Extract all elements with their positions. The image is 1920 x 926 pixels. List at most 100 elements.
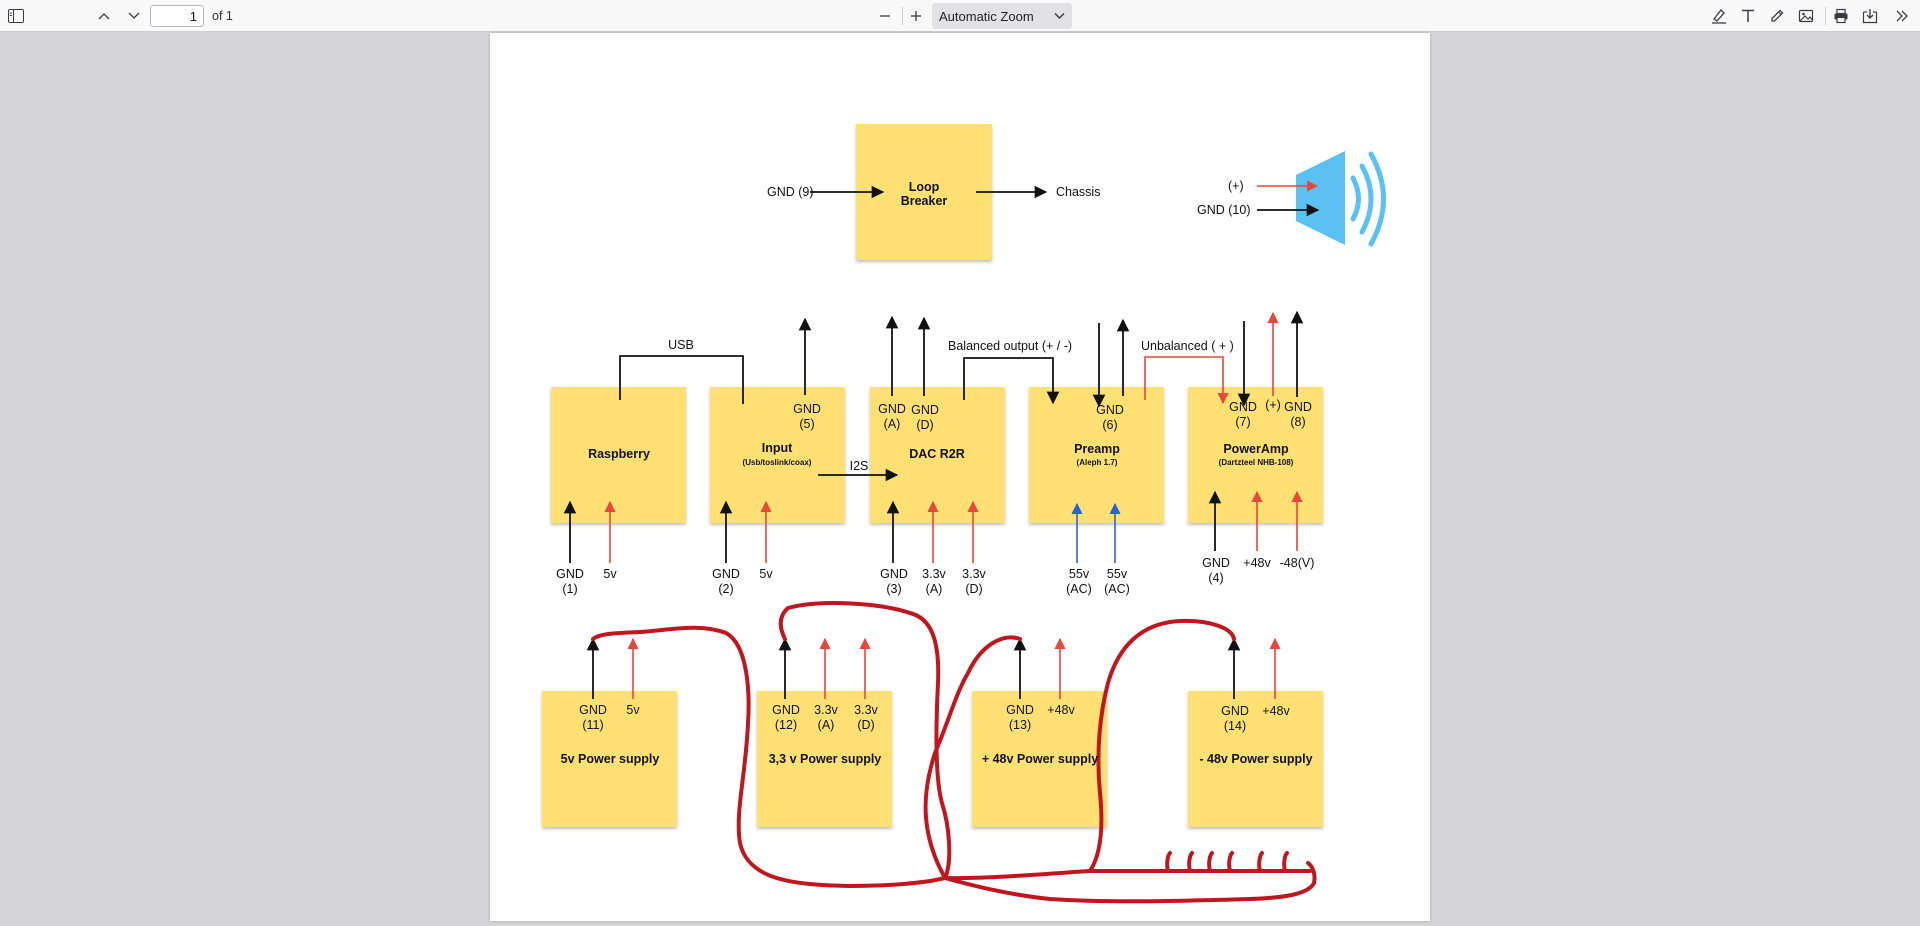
dac-note <box>870 387 1005 523</box>
toolbar-separator <box>902 7 903 25</box>
gnd-10-label: GND (10) <box>1197 203 1250 217</box>
ps-33v-vd-label: 3.3v <box>854 703 878 717</box>
raspberry-gnd-num: (1) <box>562 582 577 596</box>
poweramp-gnd-7-num: (7) <box>1235 415 1250 429</box>
preamp-gnd-6-label: GND <box>1096 403 1124 417</box>
pdf-page: Loop Breaker GND (9) Chassis (+) GND (10… <box>490 33 1430 921</box>
ps-48p-title: + 48v Power supply <box>982 752 1098 766</box>
input-subtitle: (Usb/toslink/coax) <box>743 458 812 467</box>
ps-5v-title: 5v Power supply <box>561 752 660 766</box>
pdf-toolbar: of 1 Automatic Zoom <box>0 0 1920 32</box>
input-gnd-num: (2) <box>718 582 733 596</box>
wiring-diagram: Loop Breaker GND (9) Chassis (+) GND (10… <box>542 124 1386 904</box>
dac-33a-label: 3.3v <box>922 567 946 581</box>
usb-label: USB <box>668 338 694 352</box>
preamp-note <box>1029 387 1164 523</box>
dac-title: DAC R2R <box>909 447 965 461</box>
add-image-button[interactable] <box>1794 4 1818 28</box>
ps-5v-note <box>542 691 677 827</box>
dac-gnd-d-num: (D) <box>916 418 933 432</box>
ps-48p-gnd-label: GND <box>1006 703 1034 717</box>
ps-5v-gnd-label: GND <box>579 703 607 717</box>
gnd-9-label: GND (9) <box>767 185 814 199</box>
dac-gnd-label: GND <box>880 567 908 581</box>
image-icon <box>1798 9 1814 23</box>
draw-icon <box>1771 9 1784 22</box>
poweramp-gnd-7-label: GND <box>1229 400 1257 414</box>
speaker-icon <box>1296 151 1386 247</box>
sidebar-toggle-icon[interactable] <box>4 4 28 28</box>
input-5v-label: 5v <box>759 567 773 581</box>
poweramp-m48-label: -48(V) <box>1280 556 1315 570</box>
chevron-up-icon <box>98 13 110 20</box>
page-number-input[interactable] <box>150 5 204 27</box>
input-title: Input <box>762 441 793 455</box>
raspberry-5v-label: 5v <box>603 567 617 581</box>
zoom-out-button[interactable] <box>873 4 897 28</box>
speaker-plus-label: (+) <box>1228 179 1244 193</box>
ps-33v-vd-sub: (D) <box>857 718 874 732</box>
poweramp-subtitle: (Dartzteel NHB-108) <box>1219 458 1294 467</box>
ps-5v-gnd-num: (11) <box>582 718 603 732</box>
save-button[interactable] <box>1858 4 1882 28</box>
poweramp-p48-label: +48v <box>1243 556 1271 570</box>
dac-gnd-a-label: GND <box>878 402 906 416</box>
ps-33v-title: 3,3 v Power supply <box>769 752 882 766</box>
preamp-55v-1-label: 55v <box>1069 567 1090 581</box>
preamp-55v-2-label: 55v <box>1107 567 1128 581</box>
input-gnd-5-num: (5) <box>799 417 814 431</box>
add-text-button[interactable] <box>1736 4 1760 28</box>
dac-33d-sub: (D) <box>965 582 982 596</box>
ps-48m-title: - 48v Power supply <box>1199 752 1312 766</box>
loop-breaker-title-1: Loop <box>909 180 940 194</box>
draw-button[interactable] <box>1765 4 1789 28</box>
poweramp-title: PowerAmp <box>1223 442 1289 456</box>
zoom-out-icon <box>880 15 890 17</box>
toolbar-separator <box>1825 7 1826 25</box>
ps-48p-note <box>972 691 1107 827</box>
ps-33v-va-label: 3.3v <box>814 703 838 717</box>
raspberry-note <box>551 387 686 523</box>
preamp-title: Preamp <box>1074 442 1120 456</box>
dac-gnd-num: (3) <box>886 582 901 596</box>
dac-gnd-a-num: (A) <box>884 417 901 431</box>
ps-33v-gnd-num: (12) <box>775 718 797 732</box>
highlight-button[interactable] <box>1707 4 1731 28</box>
zoom-in-button[interactable] <box>904 4 928 28</box>
text-icon <box>1742 9 1754 22</box>
ps-5v-v-label: 5v <box>626 703 640 717</box>
ps-48m-gnd-label: GND <box>1221 704 1249 718</box>
zoom-select[interactable]: Automatic Zoom <box>932 3 1072 29</box>
page-count: of 1 <box>212 9 233 23</box>
ps-48p-v-label: +48v <box>1047 703 1075 717</box>
i2s-label: I2S <box>850 459 869 473</box>
unbalanced-label: Unbalanced ( + ) <box>1141 339 1234 353</box>
poweramp-gnd-8-num: (8) <box>1290 415 1305 429</box>
balanced-output-label: Balanced output (+ / -) <box>948 339 1072 353</box>
print-button[interactable] <box>1829 4 1853 28</box>
input-gnd-5-label: GND <box>793 402 821 416</box>
dac-33d-label: 3.3v <box>962 567 986 581</box>
preamp-55v-2-sub: (AC) <box>1104 582 1130 596</box>
chevron-down-icon <box>1054 12 1065 20</box>
preamp-gnd-6-num: (6) <box>1102 418 1117 432</box>
print-icon <box>1834 8 1848 24</box>
dac-33a-sub: (A) <box>926 582 943 596</box>
ps-48m-gnd-num: (14) <box>1224 719 1246 733</box>
chevron-down-icon <box>128 12 140 19</box>
raspberry-gnd-label: GND <box>556 567 584 581</box>
next-page-button[interactable] <box>122 4 146 28</box>
ps-33v-va-sub: (A) <box>818 718 835 732</box>
raspberry-title: Raspberry <box>588 447 650 461</box>
zoom-in-icon <box>911 11 921 21</box>
previous-page-button[interactable] <box>92 4 116 28</box>
input-note <box>710 387 845 523</box>
chassis-label: Chassis <box>1056 185 1100 199</box>
input-gnd-label: GND <box>712 567 740 581</box>
poweramp-plus-label: (+) <box>1265 398 1281 412</box>
ps-33v-gnd-label: GND <box>772 703 800 717</box>
ps-33v-note <box>757 691 892 827</box>
save-icon <box>1862 9 1878 24</box>
tools-menu-button[interactable] <box>1890 4 1914 28</box>
ps-48p-gnd-num: (13) <box>1009 718 1031 732</box>
